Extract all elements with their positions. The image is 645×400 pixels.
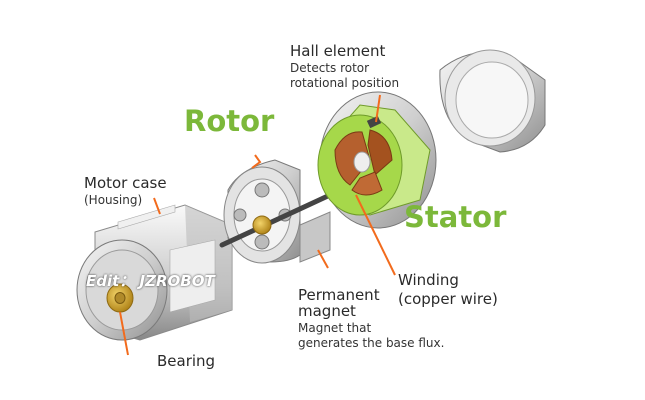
leader-lines xyxy=(119,94,396,356)
rotor-title: Rotor xyxy=(184,104,275,138)
bearing xyxy=(106,283,134,313)
hall-element-title: Hall element xyxy=(290,42,386,60)
rotor xyxy=(219,159,333,264)
hall-element-desc-line1: Detects rotor xyxy=(290,61,370,75)
stator-title: Stator xyxy=(404,200,507,234)
bearing-label: Bearing xyxy=(157,352,216,370)
stator xyxy=(317,91,437,229)
winding-subtitle: (copper wire) xyxy=(398,290,498,308)
housing-label: (Housing) xyxy=(84,193,143,207)
motor-case-leader xyxy=(153,197,161,215)
end-cap xyxy=(439,49,546,153)
bearing-leader xyxy=(119,311,129,356)
magnet-desc-line2: generates the base flux. xyxy=(298,336,445,350)
motor-case-title: Motor case xyxy=(84,174,167,192)
magnet-title-line2: magnet xyxy=(298,302,356,320)
hall-element-desc-line2: rotational position xyxy=(290,76,400,90)
edit-watermark: Edit： JZROBOT xyxy=(86,272,215,290)
rotor-leader xyxy=(251,154,262,169)
winding-leader xyxy=(355,194,396,276)
magnet-desc-line1: Magnet that xyxy=(298,321,372,335)
magnet-title-line1: Permanent xyxy=(298,286,380,304)
winding-title: Winding xyxy=(398,271,459,289)
hall-leader xyxy=(375,94,381,123)
magnet-leader xyxy=(317,249,329,269)
